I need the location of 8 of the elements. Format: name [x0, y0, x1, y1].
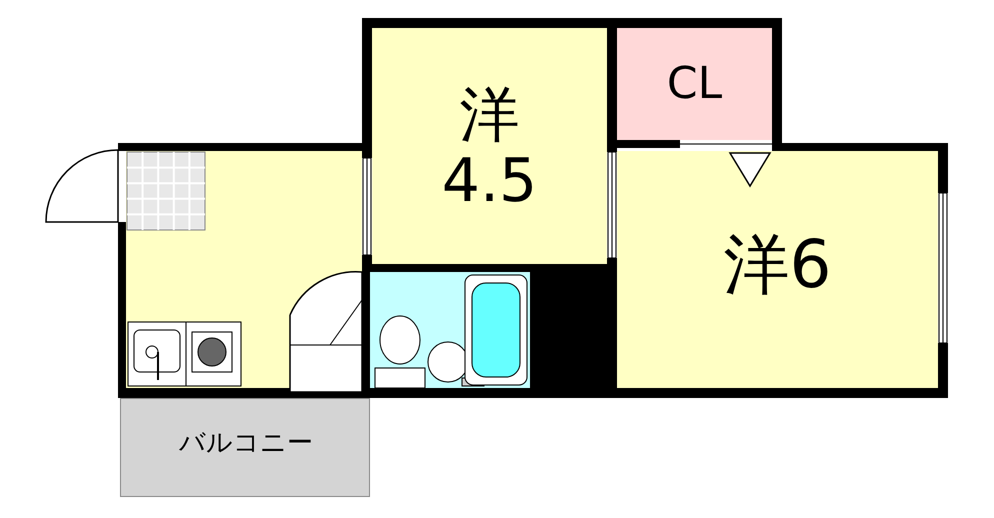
room-area — [372, 28, 607, 264]
room-label: 洋4.5 — [440, 82, 538, 214]
room-area — [617, 28, 772, 140]
room-label: 洋6 — [722, 229, 832, 302]
room-label: バルコニー — [178, 429, 314, 458]
room-area — [617, 151, 938, 388]
room-area — [120, 398, 370, 497]
room-label: CL — [666, 60, 724, 108]
